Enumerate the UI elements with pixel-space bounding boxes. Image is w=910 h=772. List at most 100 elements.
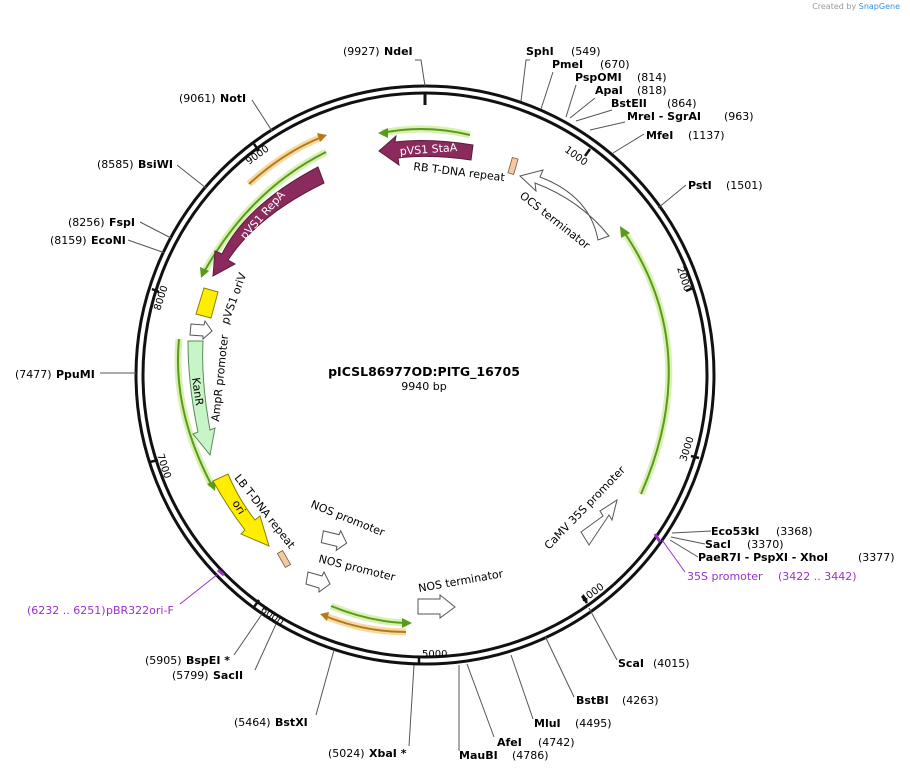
site-sphi-name[interactable]: SphI: [526, 45, 554, 58]
site-paer7i-pos: (3377): [858, 551, 895, 564]
feature-kanR[interactable]: [187, 340, 216, 457]
feature-nos-terminator-label: NOS terminator: [417, 567, 504, 595]
orf-arc-bottom-orange[interactable]: [324, 615, 407, 633]
primer-pbr322-name[interactable]: pBR322ori-F: [106, 604, 174, 617]
site-noti-name[interactable]: NotI: [220, 92, 246, 105]
site-fspi-pos: (8256): [68, 216, 105, 229]
feature-pvs1-oriV-label: pVS1 oriV: [219, 271, 250, 326]
feature-nos-terminator[interactable]: [417, 593, 456, 619]
site-bstxi-name[interactable]: BstXI: [275, 716, 308, 729]
site-saci-name[interactable]: SacI: [705, 538, 731, 551]
leader-paer7i: [669, 539, 699, 558]
feature-ori-label: ori: [229, 498, 248, 517]
leader-bsteii: [575, 109, 613, 122]
leader-psti: [657, 184, 687, 209]
feature-nos-promoter-1[interactable]: [320, 528, 348, 552]
site-pmei-name[interactable]: PmeI: [552, 58, 583, 71]
feature-rb-repeat-label: RB T-DNA repeat: [413, 160, 507, 184]
site-scai-pos: (4015): [653, 657, 690, 670]
site-bstbi-pos: (4263): [622, 694, 659, 707]
snapgene-brand: SnapGene: [858, 2, 900, 11]
feature-ocs-terminator[interactable]: [518, 169, 610, 241]
orf-arc-right[interactable]: [623, 231, 670, 495]
leader-scai: [588, 607, 618, 661]
site-mrei-sgrai-name[interactable]: MreI - SgrAI: [627, 110, 701, 123]
site-psti-pos: (1501): [726, 179, 763, 192]
leader-mlui: [510, 654, 534, 720]
site-econi-name[interactable]: EcoNI: [91, 234, 126, 247]
orf-arc-bottom-green[interactable]: [330, 605, 408, 624]
snapgene-credit: Created by SnapGene: [812, 2, 900, 11]
primer-35s-mark: [653, 533, 662, 543]
feature-ori[interactable]: [212, 473, 270, 547]
tick-2000: [685, 286, 694, 293]
primer-pbr322-leader: [179, 573, 219, 605]
site-ppumi-name[interactable]: PpuMI: [56, 368, 95, 381]
site-scai-name[interactable]: ScaI: [618, 657, 644, 670]
orf-arc-repA-head: [200, 267, 209, 278]
orf-arc-orange-top[interactable]: [248, 136, 323, 185]
orf-arc-bottom-green-head: [402, 618, 412, 628]
leader-eco53ki: [671, 530, 712, 534]
tick-7000: [149, 458, 159, 464]
primer-35s-name[interactable]: 35S promoter: [687, 570, 763, 583]
feature-nos-promoter-2[interactable]: [305, 570, 331, 593]
leader-bspei: [233, 613, 263, 656]
site-bstbi-name[interactable]: BstBI: [576, 694, 609, 707]
site-bsiwi-name[interactable]: BsiWI: [138, 158, 173, 171]
site-paer7i-name[interactable]: PaeR7I - PspXI - XhoI: [698, 551, 828, 564]
site-sacii-name[interactable]: SacII: [213, 669, 243, 682]
orf-arc-bottom-orange-head: [320, 612, 329, 621]
tick-label-6000: 6000: [258, 605, 285, 629]
feature-rb-repeat[interactable]: [507, 156, 519, 176]
leader-mfei: [612, 133, 645, 154]
orf-arc-staA[interactable]: [381, 128, 471, 136]
primer-35s-range: (3422 .. 3442): [778, 570, 857, 583]
site-sacii-pos: (5799): [172, 669, 209, 682]
leader-bsiwi: [176, 164, 207, 189]
site-labels: (9927) NdeI SphI (549) PmeI (670) PspOMI…: [15, 45, 895, 762]
site-afei-pos: (4742): [538, 736, 575, 749]
leader-pmei: [540, 71, 554, 110]
primers: 35S promoter (3422 .. 3442) (6232 .. 625…: [27, 533, 857, 617]
tick-label-5000: 5000: [422, 649, 447, 660]
orf-arc-right-head: [620, 226, 630, 238]
leader-sacii: [254, 623, 277, 671]
site-eco53ki-name[interactable]: Eco53kI: [711, 525, 759, 538]
feature-ampR-promoter[interactable]: [189, 319, 213, 341]
site-leader-lines: [100, 59, 712, 751]
site-mlui-name[interactable]: MluI: [534, 717, 561, 730]
feature-pvs1-staA[interactable]: [378, 134, 474, 167]
site-econi-pos: (8159): [50, 234, 87, 247]
site-afei-name[interactable]: AfeI: [497, 736, 522, 749]
site-pspomi-name[interactable]: PspOMI: [575, 71, 622, 84]
orf-arc-staA-head: [378, 128, 388, 138]
site-ndei-name[interactable]: NdeI: [384, 45, 413, 58]
leader-noti: [251, 99, 273, 132]
site-xbai-name[interactable]: XbaI *: [369, 747, 407, 760]
site-apai-name[interactable]: ApaI: [595, 84, 623, 97]
primer-pbr322-mark: [217, 568, 225, 577]
site-bspei-pos: (5905): [145, 654, 182, 667]
site-mfei-name[interactable]: MfeI: [646, 129, 673, 142]
feature-pvs1-staA-label: pVS1 StaA: [399, 141, 458, 158]
site-eco53ki-pos: (3368): [776, 525, 813, 538]
orf-arc-kanR[interactable]: [176, 338, 213, 487]
site-bspei-name[interactable]: BspEI *: [186, 654, 230, 667]
site-apai-pos: (818): [637, 84, 667, 97]
site-maubi-name[interactable]: MauBI: [459, 749, 498, 762]
site-fspi-name[interactable]: FspI: [109, 216, 135, 229]
site-pspomi-pos: (814): [637, 71, 667, 84]
feature-camv-35s-promoter[interactable]: [580, 498, 618, 546]
feature-pvs1-repA[interactable]: [212, 166, 325, 277]
feature-pvs1-oriV[interactable]: [195, 287, 219, 319]
feature-ocs-terminator-label: OCS terminator: [517, 189, 593, 252]
feature-nos-promoter-2-label: NOS promoter: [317, 552, 397, 584]
site-bsteii-name[interactable]: BstEII: [611, 97, 647, 110]
leader-bstxi: [315, 649, 335, 716]
leader-econi: [127, 239, 166, 254]
feature-lb-repeat[interactable]: [276, 550, 292, 568]
tick-label-1000: 1000: [562, 145, 589, 169]
site-psti-name[interactable]: PstI: [688, 179, 712, 192]
